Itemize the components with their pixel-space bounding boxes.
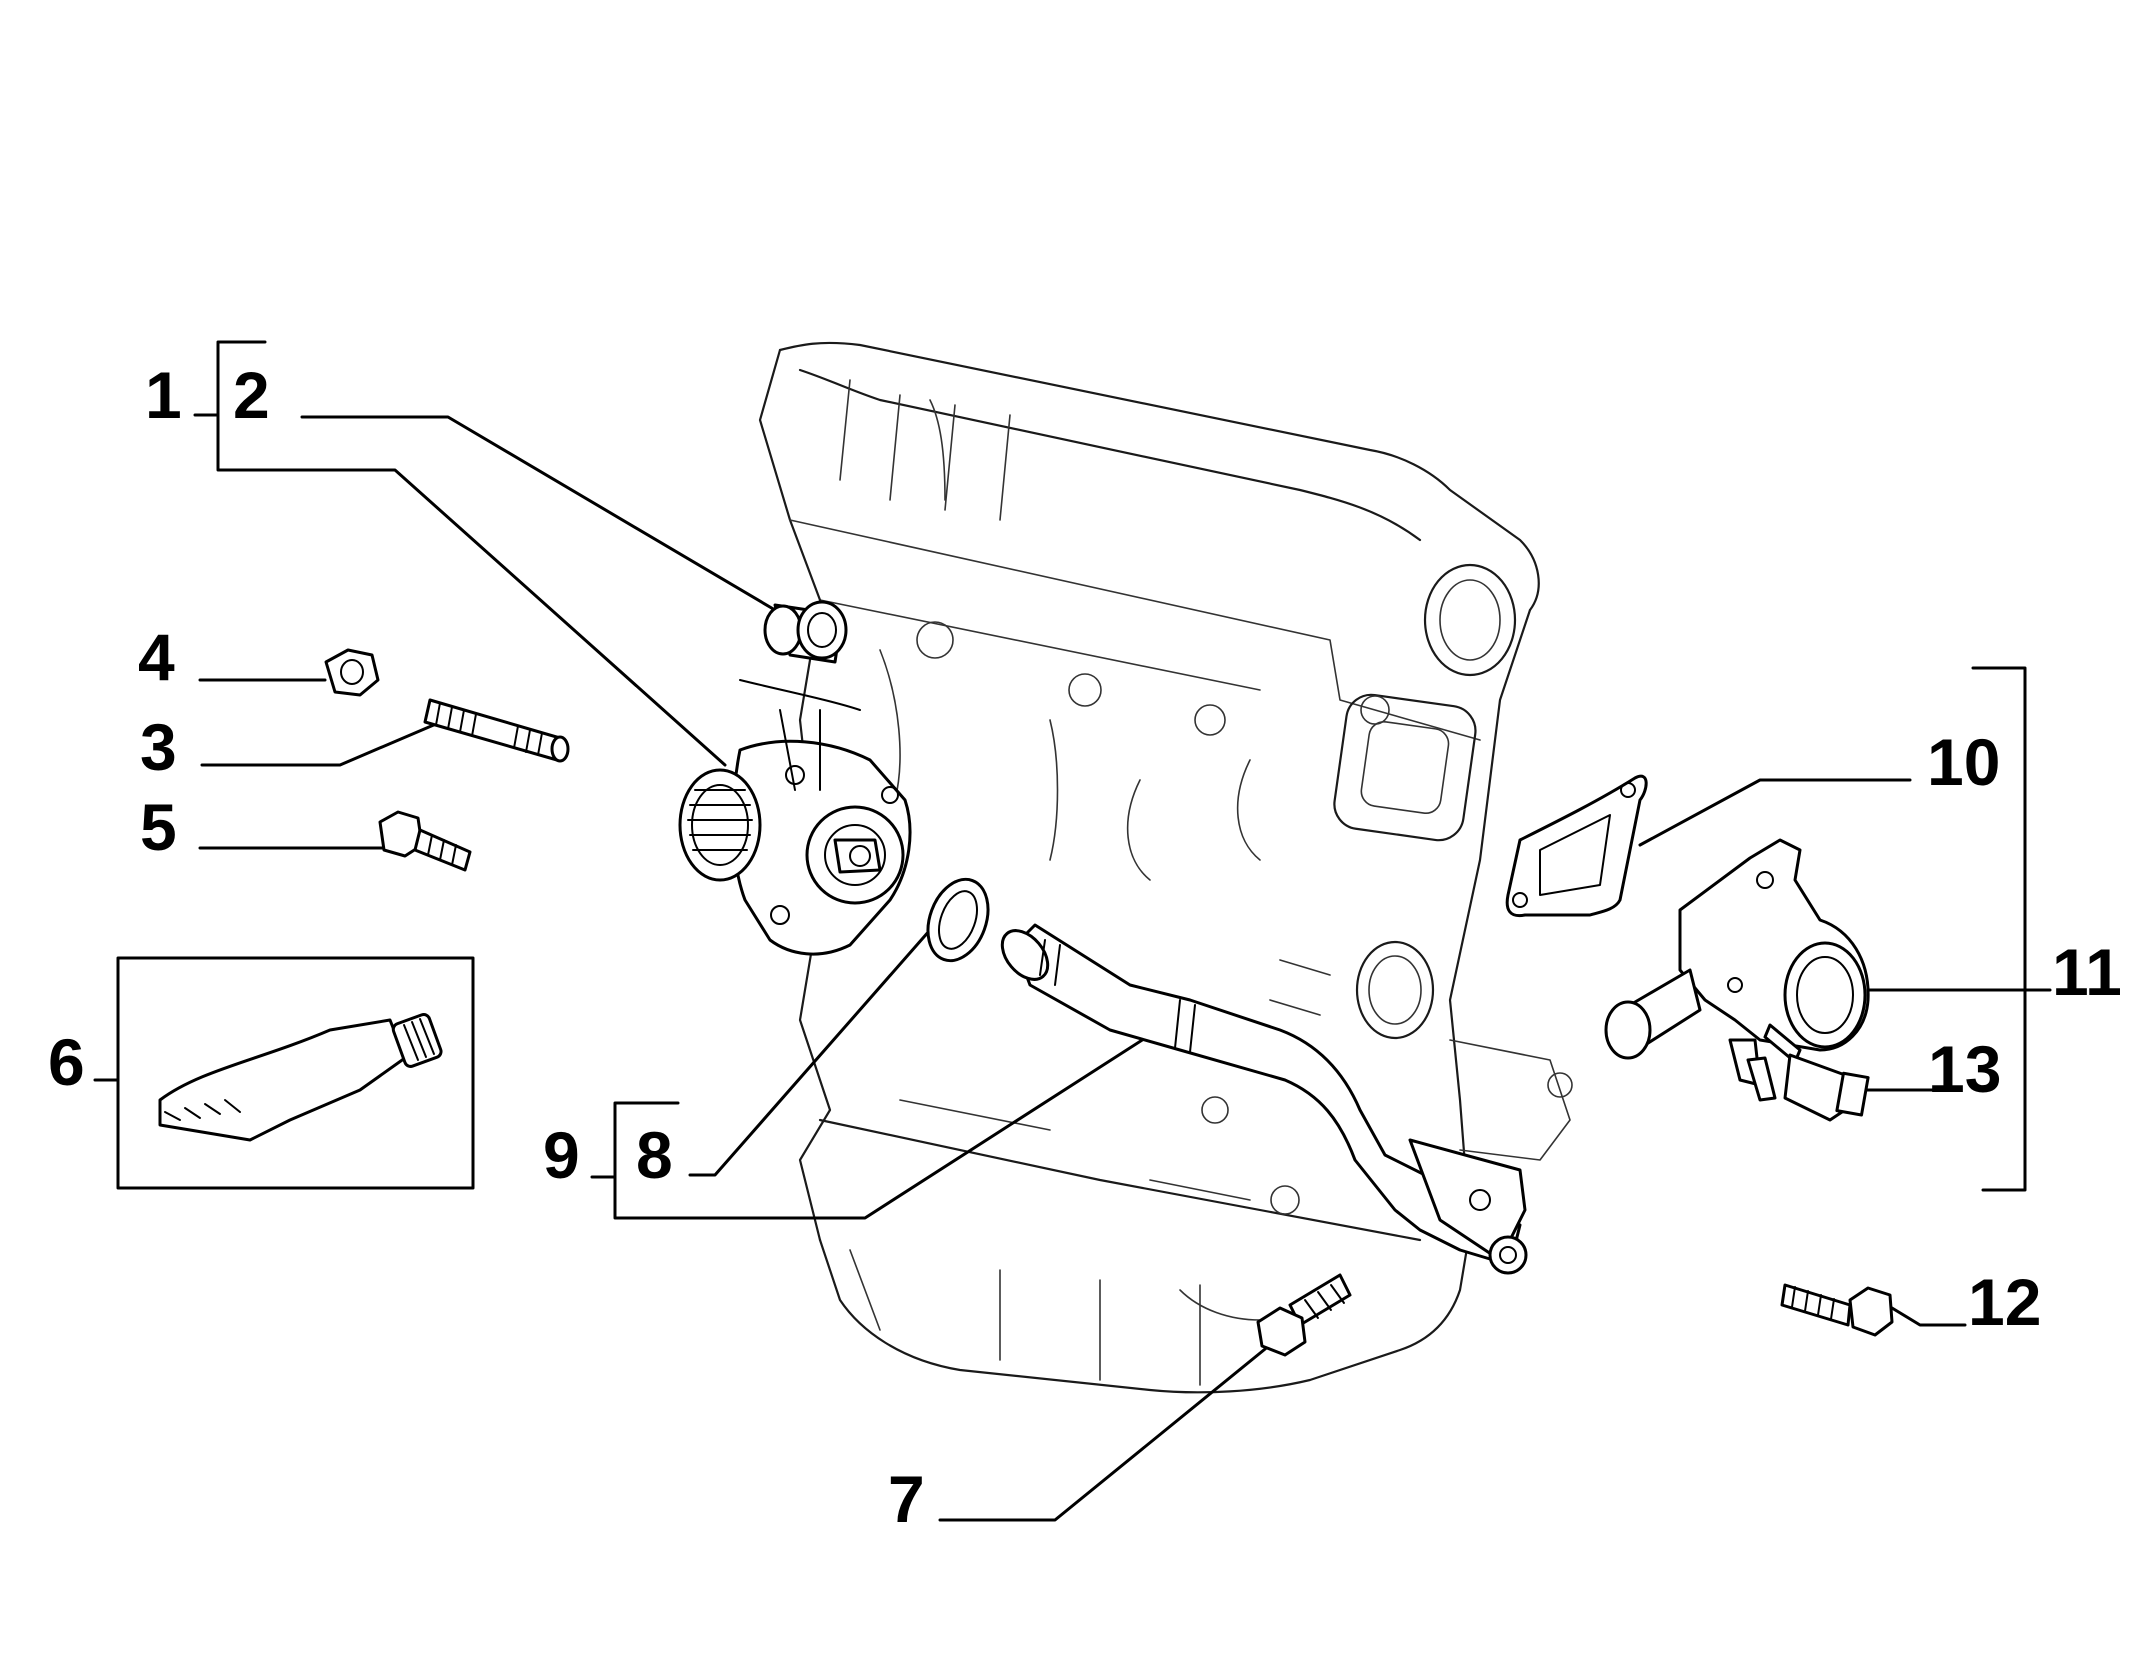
- leader-2: [300, 415, 777, 612]
- callout-1: 1: [145, 358, 182, 432]
- callout-4: 4: [138, 620, 175, 694]
- nut-part-4: [324, 648, 380, 697]
- callout-10: 10: [1927, 725, 2000, 799]
- callout-7: 7: [888, 1462, 925, 1536]
- temperature-sensor-part-13: [1763, 1023, 1870, 1122]
- stud-part-3: [423, 698, 570, 763]
- callout-13: 13: [1928, 1032, 2001, 1106]
- callout-3: 3: [140, 710, 177, 784]
- callout-11: 11: [2052, 935, 2122, 1009]
- sealant-tube-part-6: [116, 956, 475, 1190]
- callout-6: 6: [48, 1025, 85, 1099]
- bolt-part-5: [378, 810, 472, 872]
- callout-12: 12: [1968, 1265, 2041, 1339]
- leader-3: [200, 716, 452, 767]
- callout-labels: 1 2 4 3 5 6 9 8 7 10 11 13 12: [48, 358, 2122, 1536]
- callout-5: 5: [140, 790, 177, 864]
- leader-10: [1638, 778, 1912, 847]
- callout-2: 2: [233, 358, 270, 432]
- o-ring-part-8: [926, 877, 990, 963]
- bolt-part-7: [1256, 1273, 1352, 1357]
- bolt-part-12: [1780, 1283, 1894, 1337]
- thermostat-housing-part-11: [1604, 838, 1870, 1102]
- water-pump-part-1: [678, 679, 912, 956]
- bracket-11: [1971, 666, 2027, 1192]
- callout-9: 9: [543, 1118, 580, 1192]
- gasket-part-10: [1505, 774, 1648, 918]
- cap-part-2: [763, 600, 848, 664]
- callout-8: 8: [636, 1118, 673, 1192]
- leader-8: [688, 928, 932, 1177]
- leader-lines: [93, 340, 2052, 1522]
- leader-7: [938, 1343, 1272, 1522]
- coolant-pipe-part-9: [1000, 923, 1528, 1275]
- bracket-1-2: [216, 340, 727, 767]
- bracket-9-8: [613, 1033, 1152, 1220]
- leader-12: [1890, 1306, 1967, 1327]
